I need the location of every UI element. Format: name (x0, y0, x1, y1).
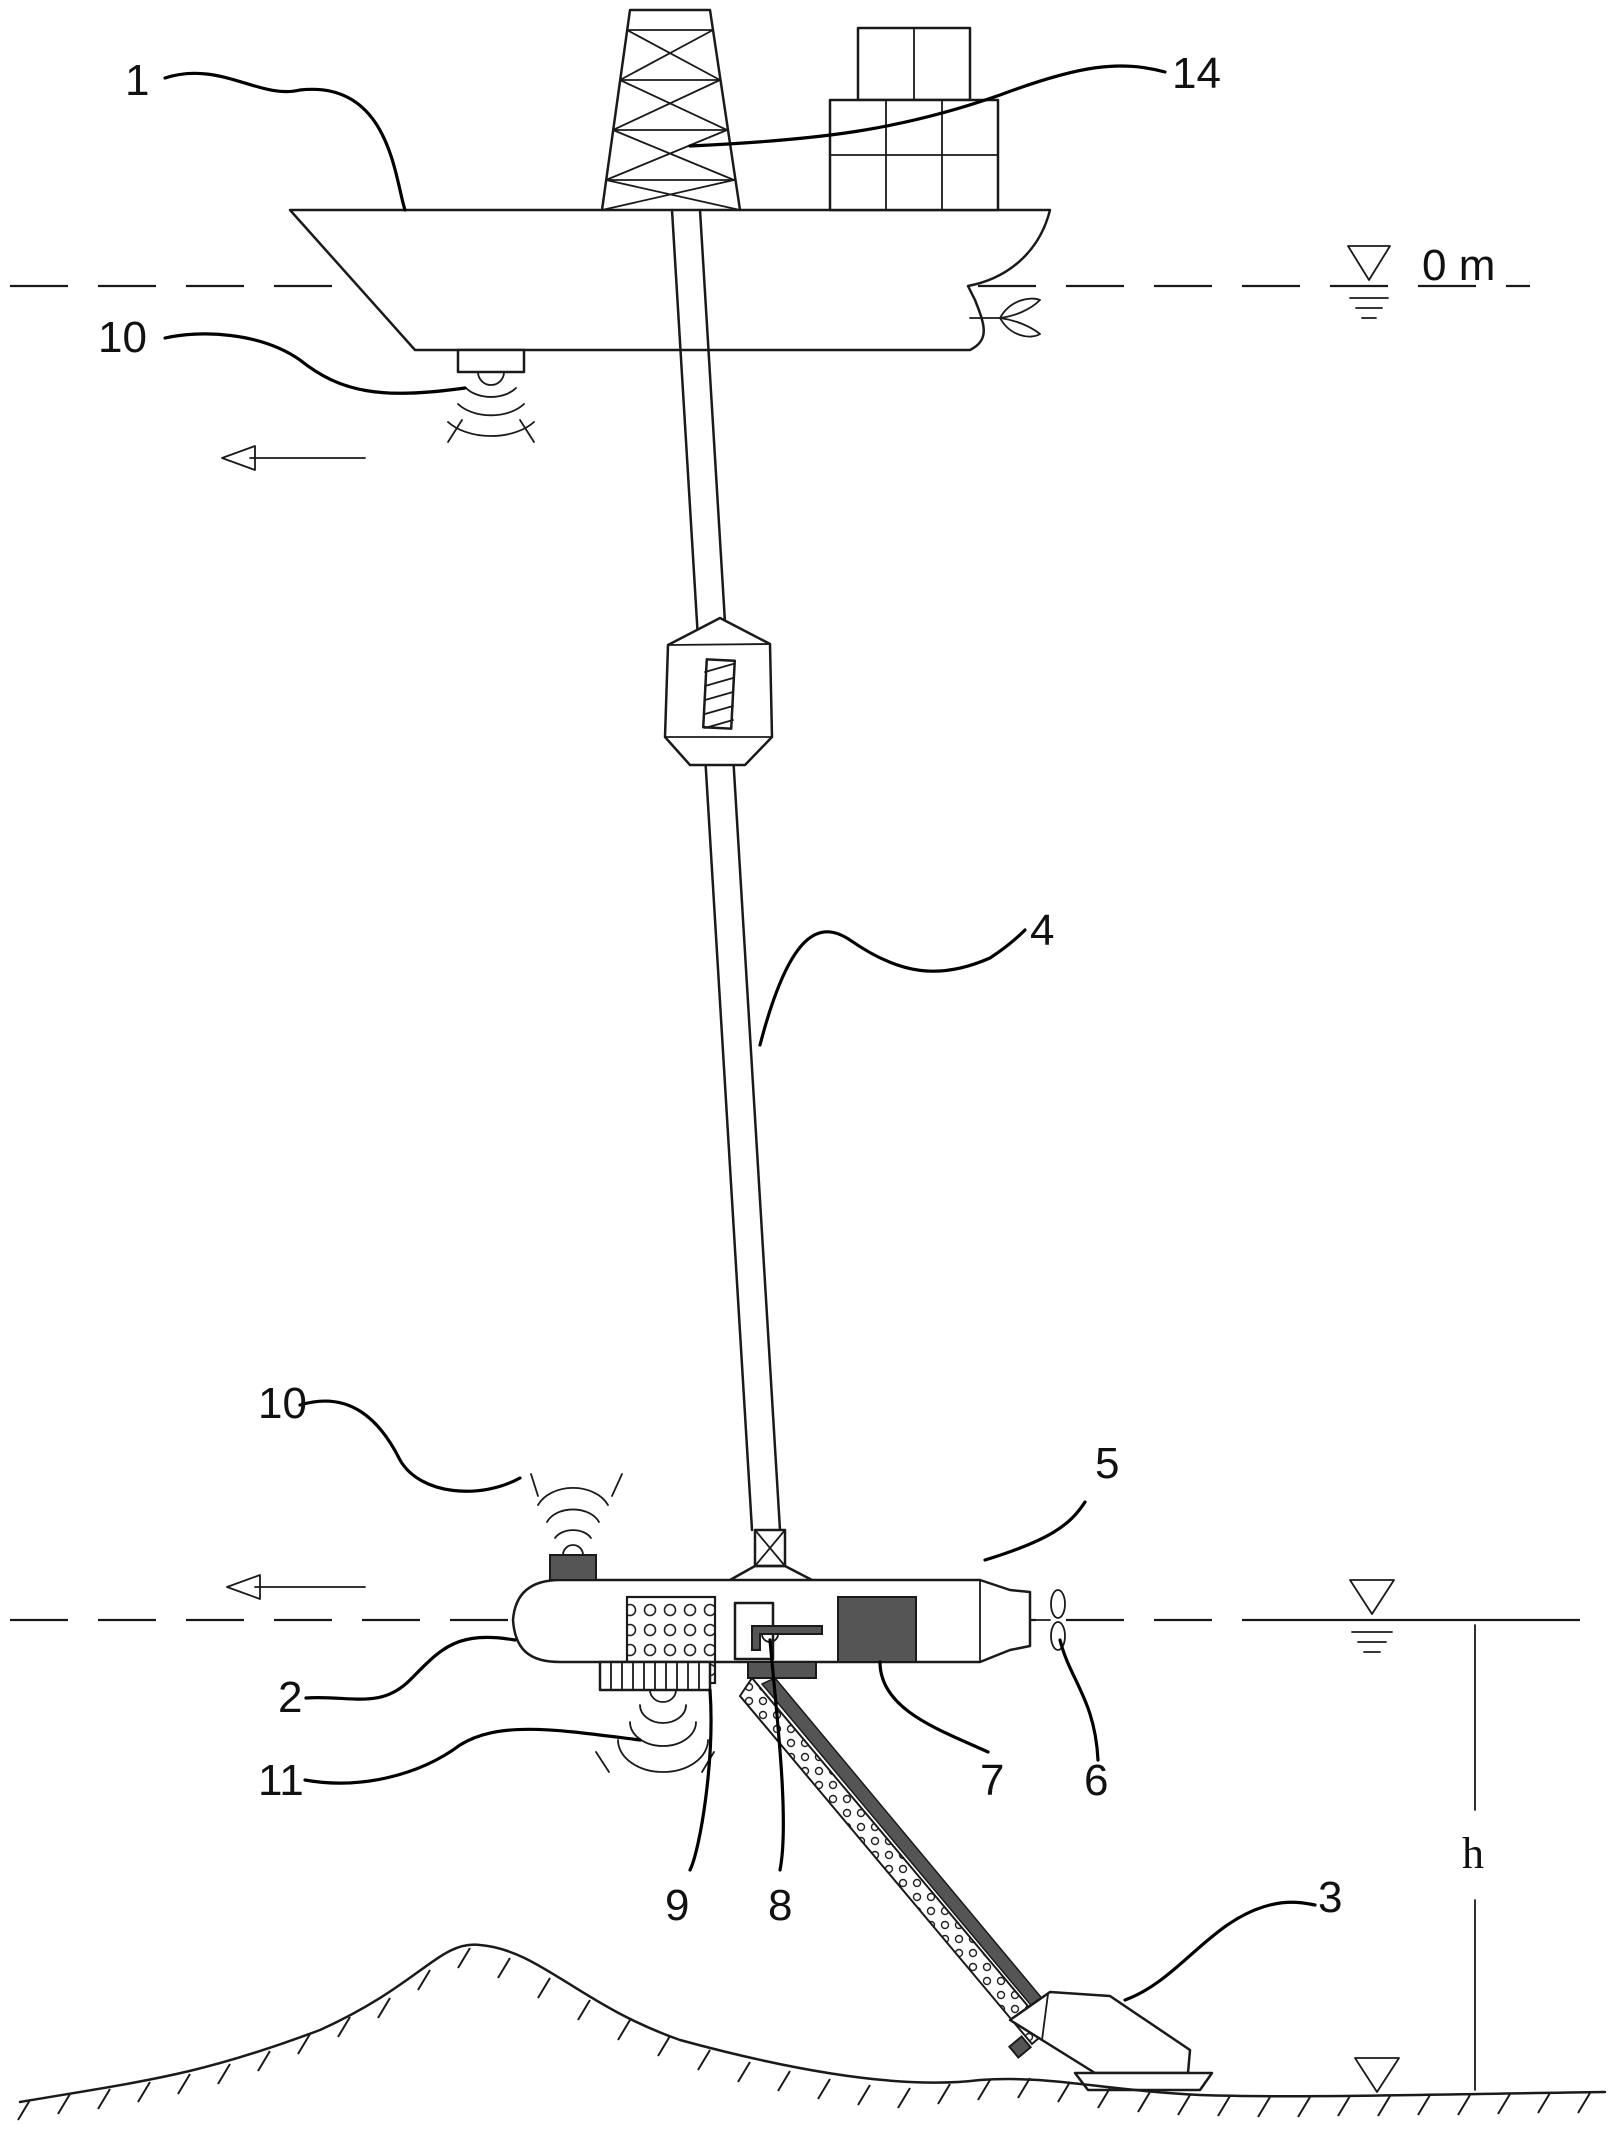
label-beacon-top: 10 (98, 313, 147, 362)
relay-propeller-icon (1029, 1589, 1066, 1651)
relay-acoustic-beacon (530, 1473, 623, 1581)
label-dark-unit: 7 (980, 1756, 1004, 1805)
label-ship: 1 (125, 56, 149, 105)
water-level-label: 0 m (1422, 241, 1495, 290)
pipe-connector (728, 1528, 814, 1582)
label-riser-pipe: 4 (1030, 906, 1054, 955)
label-derrick: 14 (1172, 49, 1221, 98)
seabed-level-marker (1354, 2057, 1400, 2093)
ship-propeller-icon (969, 297, 1041, 338)
mining-ship (221, 8, 1052, 471)
label-sonar: 11 (258, 1756, 304, 1805)
drilling-derrick (600, 8, 742, 212)
flexible-hose (738, 1676, 1062, 2046)
label-collector-vehicle: 2 (278, 1673, 302, 1722)
seabed-miner (1007, 1990, 1214, 2092)
depth-label: h (1462, 1829, 1484, 1878)
collector-sonar (595, 1689, 715, 1773)
number-labels: 1 14 10 4 10 5 2 11 7 6 9 8 3 (98, 49, 1342, 1930)
cargo-containers (828, 26, 1000, 212)
label-valve: 8 (768, 1881, 792, 1930)
seabed (17, 1943, 1607, 2121)
surface-level-marker (1347, 245, 1391, 319)
label-propeller: 6 (1084, 1756, 1108, 1805)
leader-lines (163, 64, 1317, 2002)
pump-unit (747, 1596, 917, 1679)
relay-direction-arrow-icon (226, 1574, 366, 1600)
booster-module (663, 616, 774, 767)
relay-vehicle (226, 1473, 1066, 1773)
seabed-hatching (17, 1947, 1591, 2121)
collector-comb (598, 1660, 712, 1692)
relay-level-marker (1349, 1579, 1395, 1653)
label-mining-head: 3 (1318, 1873, 1342, 1922)
label-storage-bin: 9 (665, 1881, 689, 1930)
label-beacon-relay: 10 (258, 1379, 307, 1428)
ship-acoustic-beacon (447, 348, 535, 443)
ship-direction-arrow-icon (221, 445, 366, 471)
riser-pipe (663, 208, 782, 1532)
label-relay-body: 5 (1095, 1439, 1119, 1488)
